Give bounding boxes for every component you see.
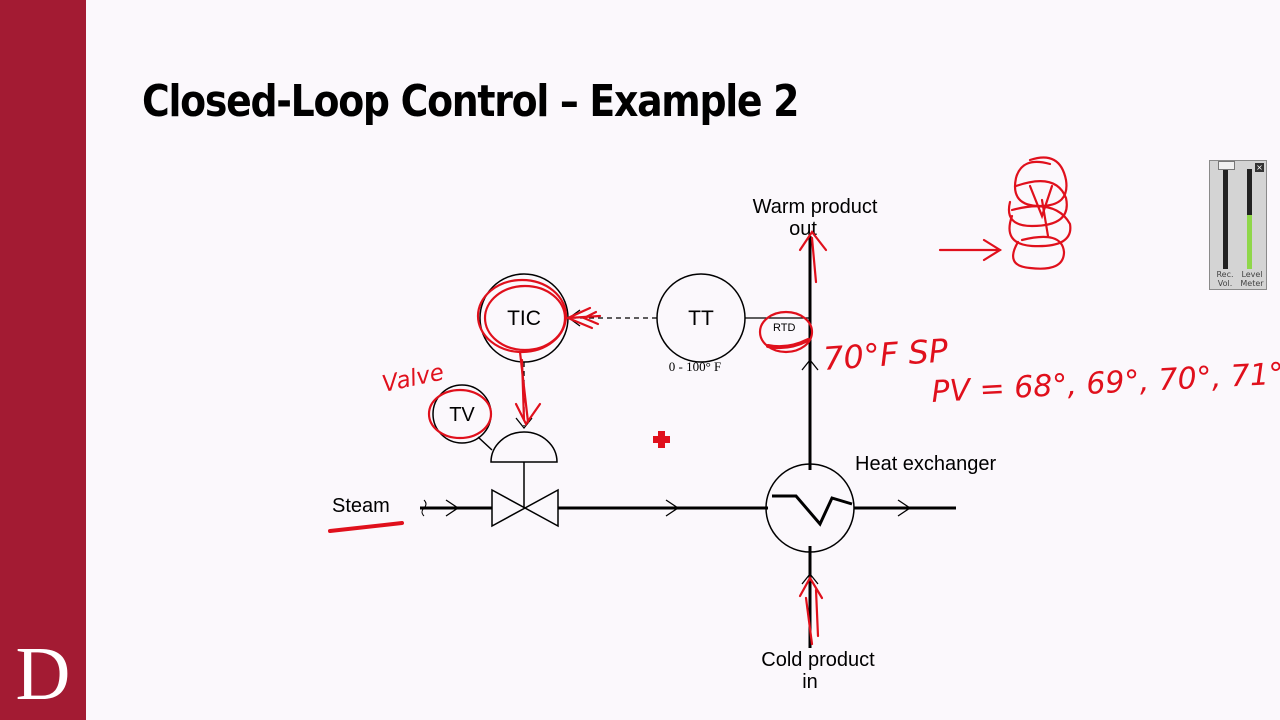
cold-product-label: Cold product xyxy=(761,649,875,671)
signal-arrow-valve xyxy=(515,417,533,430)
recording-level-meter[interactable]: × Rec. Vol. Level Meter xyxy=(1209,160,1267,290)
tt-instrument: TT xyxy=(656,273,746,363)
valve-annotation: Valve xyxy=(380,359,447,397)
rec-vol-label: Rec. Vol. xyxy=(1216,270,1234,288)
tt-label: TT xyxy=(688,307,714,330)
volume-slider-knob[interactable] xyxy=(1218,161,1235,170)
level-meter-label: Level Meter xyxy=(1240,270,1264,288)
warm-product-label: Warm product xyxy=(753,196,878,218)
tic-label: TIC xyxy=(507,307,541,330)
steam-break xyxy=(421,499,427,517)
pointer-cross-icon xyxy=(653,431,670,448)
slide-title: Closed-Loop Control – Example 2 xyxy=(142,76,800,127)
tic-instrument: TIC xyxy=(479,273,569,363)
heat-exchanger-symbol xyxy=(765,463,855,553)
cold-product-in-label: in xyxy=(802,671,818,693)
tv-label: TV xyxy=(449,404,475,426)
control-valve-symbol xyxy=(490,431,559,528)
warm-product-out-label: out xyxy=(789,218,817,240)
heat-exchanger-label: Heat exchanger xyxy=(855,453,997,475)
tt-range-label: 0 - 100° F xyxy=(669,359,722,374)
pv-annotation: PV = 68°, 69°, 70°, 71° xyxy=(931,357,1280,410)
rtd-label: RTD xyxy=(773,322,795,334)
logo: D xyxy=(15,632,71,716)
ink-annotations xyxy=(328,156,1072,646)
volume-track[interactable] xyxy=(1223,169,1228,269)
level-fill xyxy=(1247,215,1252,269)
setpoint-annotation: 70°F SP xyxy=(822,331,950,378)
sidebar-band: D xyxy=(0,0,86,720)
flow-arrows xyxy=(445,358,912,585)
steam-label: Steam xyxy=(332,495,390,517)
close-icon[interactable]: × xyxy=(1255,163,1264,172)
